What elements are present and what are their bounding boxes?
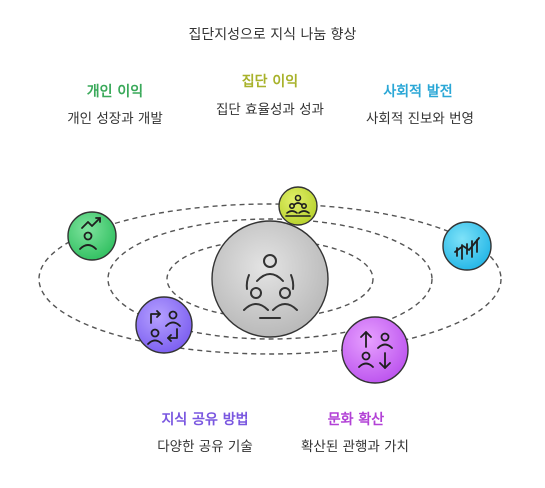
culture-spread-description: 확산된 관행과 가치 [301, 439, 409, 455]
chart-trend-icon [454, 237, 480, 260]
knowledge-sharing-description: 다양한 공유 기술 [157, 439, 253, 455]
node-group [278, 186, 318, 226]
social-progress-description: 사회적 진보와 번영 [366, 111, 474, 127]
group-benefit-description: 집단 효율성과 성과 [216, 102, 324, 118]
group-pyramid-icon [285, 194, 311, 217]
community-circle-icon [243, 254, 298, 319]
personal-benefit-description: 개인 성장과 개발 [67, 111, 163, 127]
center-hub [211, 220, 329, 338]
social-progress-caption: 사회적 발전 [383, 84, 453, 100]
node-culture [341, 316, 409, 384]
orbit-middle [107, 218, 433, 340]
node-personal [67, 211, 117, 261]
node-social [442, 221, 492, 271]
node-knowledge [135, 296, 193, 354]
diagram-title: 집단지성으로 지식 나눔 향상 [188, 27, 357, 43]
growth-person-icon [79, 217, 101, 250]
orbit-outer [38, 203, 502, 355]
personal-benefit-caption: 개인 이익 [86, 84, 144, 100]
group-benefit-caption: 집단 이익 [241, 74, 299, 90]
up-down-people-icon [358, 331, 393, 369]
knowledge-sharing-caption: 지식 공유 방법 [161, 412, 249, 428]
exchange-people-icon [147, 310, 181, 345]
culture-spread-caption: 문화 확산 [327, 412, 385, 428]
